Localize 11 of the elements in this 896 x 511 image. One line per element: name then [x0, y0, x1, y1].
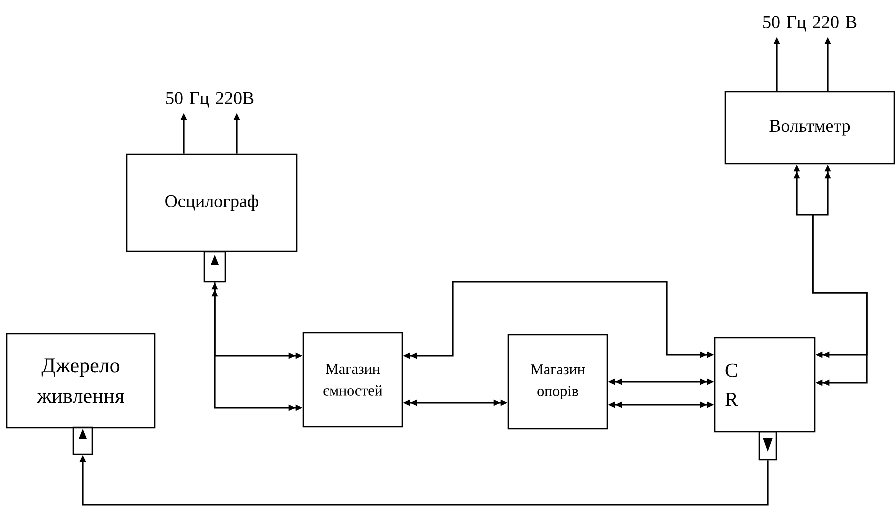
connector-box	[204, 251, 226, 283]
instrument-box: Джерело живлення	[6, 333, 156, 429]
instrument-box: Магазин опорів	[508, 334, 608, 430]
instrument-box: Вольтметр	[724, 91, 896, 165]
connector-box	[72, 426, 94, 456]
instrument-box: Осцилограф	[126, 154, 298, 252]
supply-label: 50 Гц 220 В	[764, 16, 857, 32]
connector-box	[758, 431, 778, 461]
instrument-box: Магазин ємностей	[302, 332, 404, 428]
supply-label: 50 Гц 220В	[166, 92, 254, 108]
cr-box: C R	[714, 337, 816, 433]
